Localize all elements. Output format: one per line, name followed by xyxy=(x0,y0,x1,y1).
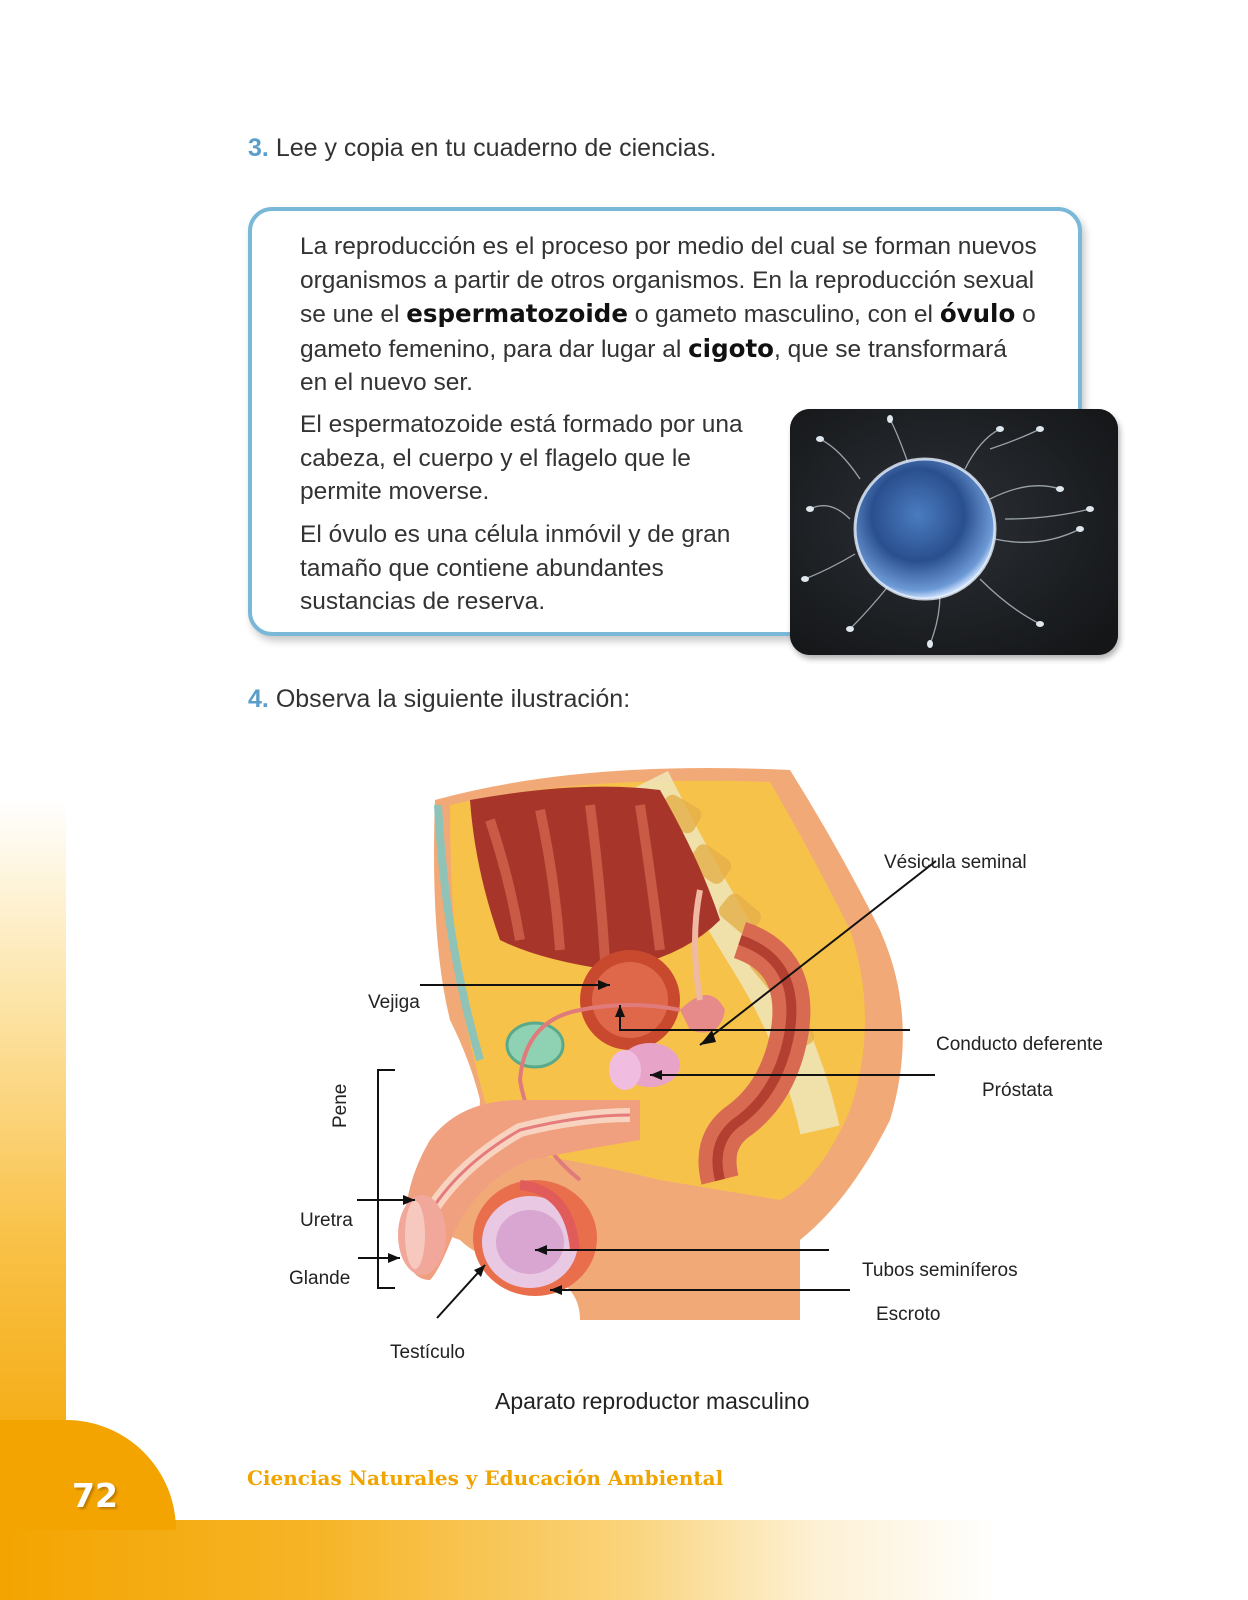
step-4-number: 4. xyxy=(248,685,269,713)
term-ovulo: óvulo xyxy=(939,299,1016,328)
page-number: 72 xyxy=(72,1476,118,1515)
step-3-number: 3. xyxy=(248,134,269,162)
decorative-bottom-band xyxy=(0,1520,1248,1600)
step-4-text: Observa la siguiente ilustración: xyxy=(275,685,631,713)
ovum-sperm-photo xyxy=(790,409,1118,655)
decorative-side-band xyxy=(0,800,66,1520)
step-3-text: Lee y copia en tu cuaderno de ciencias. xyxy=(275,134,717,162)
label-uretra: Uretra xyxy=(300,1210,353,1231)
footer-title: Ciencias Naturales y Educación Ambiental xyxy=(247,1466,724,1490)
info-paragraph-ovum: El óvulo es una célula inmóvil y de gran… xyxy=(300,521,731,615)
step-4-instruction: 4. Observa la siguiente ilustración: xyxy=(248,685,630,714)
penis xyxy=(404,1100,640,1280)
term-cigoto: cigoto xyxy=(688,333,774,363)
label-conducto-deferente: Conducto deferente xyxy=(936,1034,1103,1055)
text-segment: La reproducción es el proceso por medio … xyxy=(300,233,1037,328)
text-segment: o gameto femenino, para dar lugar al xyxy=(300,301,1036,363)
text-segment: o gameto masculino, con el xyxy=(627,301,940,328)
male-reproductive-diagram xyxy=(357,768,937,1320)
label-pene: Pene xyxy=(330,1083,351,1128)
label-escroto: Escroto xyxy=(876,1304,941,1325)
diagram-caption: Aparato reproductor masculino xyxy=(495,1388,810,1414)
text-segment: , que se transformará en el nuevo ser. xyxy=(300,335,1007,397)
label-testiculo: Testículo xyxy=(390,1342,465,1363)
ovum-sperm-illustration xyxy=(790,409,1118,655)
label-prostata: Próstata xyxy=(982,1080,1053,1101)
label-vejiga: Vejiga xyxy=(368,992,420,1013)
info-paragraph-reproduction: La reproducción es el proceso por medio … xyxy=(300,230,1040,400)
term-espermatozoide: espermatozoide xyxy=(406,299,628,328)
info-paragraph-sperm: El espermatozoide está formado por una c… xyxy=(300,411,743,505)
label-vesicula-seminal: Vésicula seminal xyxy=(884,852,1027,873)
label-tubos-seminiferos: Tubos seminíferos xyxy=(862,1260,1018,1281)
step-3-instruction: 3. Lee y copia en tu cuaderno de ciencia… xyxy=(248,134,716,163)
label-glande: Glande xyxy=(289,1268,351,1289)
